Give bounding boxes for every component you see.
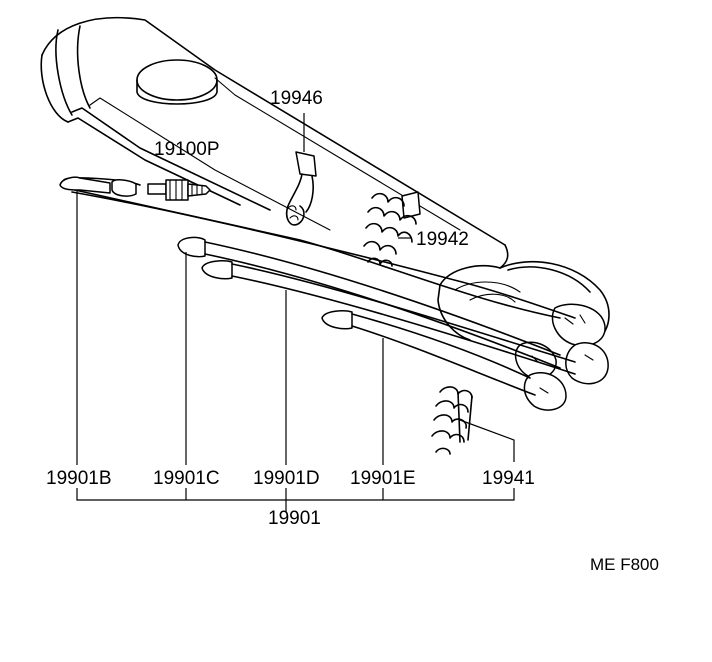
label-19946: 19946 [270, 88, 323, 109]
label-19942: 19942 [416, 229, 469, 250]
label-19901b: 19901B [46, 468, 112, 489]
leader-lines [76, 113, 515, 512]
clip-19946-part [285, 151, 317, 226]
clip-19942-part [363, 191, 421, 267]
spark-plug-cords [59, 176, 576, 396]
label-19941: 19941 [482, 468, 535, 489]
label-19901c: 19901C [153, 468, 220, 489]
reference-code: ME F800 [590, 555, 659, 574]
label-19901d: 19901D [253, 468, 320, 489]
engine-head-outline [40, 16, 506, 246]
clip-19941-part [431, 386, 473, 455]
distributor [437, 244, 610, 411]
label-19901e: 19901E [350, 468, 416, 489]
label-19901: 19901 [268, 508, 321, 529]
spark-plug [111, 179, 211, 201]
label-19100p: 19100P [154, 139, 220, 160]
